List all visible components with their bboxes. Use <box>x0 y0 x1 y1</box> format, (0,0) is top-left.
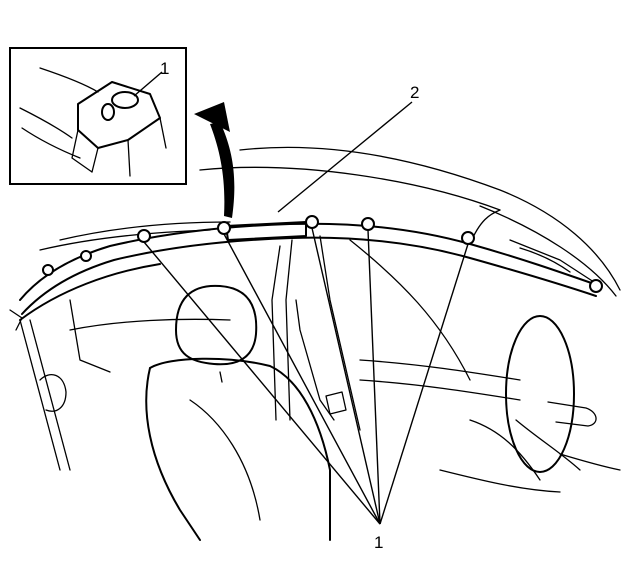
fastener-clip <box>461 231 475 245</box>
inset-clip-drawing <box>19 67 167 177</box>
fastener-clip <box>361 217 375 231</box>
part-callout-label: 2 <box>410 83 419 102</box>
fastener-clip <box>137 229 151 243</box>
curved-arrow-up-icon <box>194 102 235 218</box>
steering-wheel <box>505 315 575 473</box>
fastener-clip <box>42 264 54 276</box>
vehicle-interior-drawing <box>9 146 621 541</box>
fastener-clip <box>589 279 603 293</box>
fastener-clip <box>217 221 231 235</box>
headrest <box>175 284 258 366</box>
inset-frame <box>9 47 187 185</box>
fastener-clip <box>305 215 319 229</box>
part-leader-line <box>277 101 413 213</box>
fastener-callout-label: 1 <box>374 533 383 552</box>
inset-callout-label: 1 <box>160 59 169 78</box>
inset-detail: 1 <box>9 47 187 185</box>
fastener-leader-lines <box>143 227 469 525</box>
inset-leader-line <box>133 71 163 97</box>
fastener-clip <box>80 250 92 262</box>
inset-clip-hole-icon <box>111 91 139 109</box>
